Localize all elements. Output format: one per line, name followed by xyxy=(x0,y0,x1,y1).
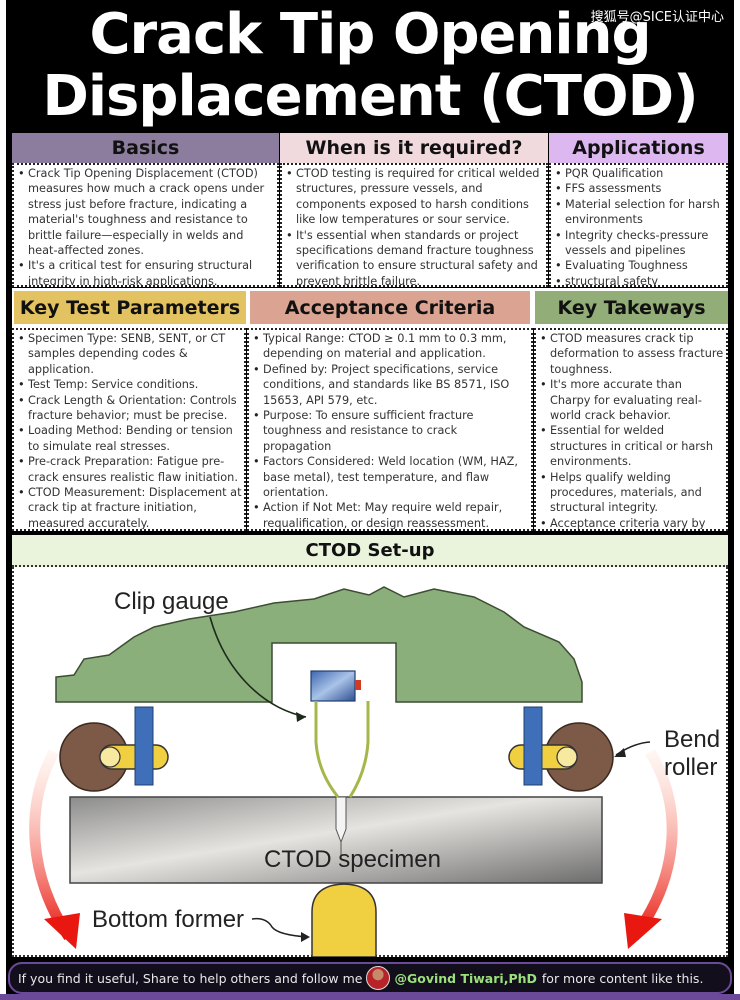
applications-heading-text: Applications xyxy=(572,137,705,159)
left-red-arrow xyxy=(29,749,74,941)
clip-gauge-arms xyxy=(314,701,370,798)
basics-heading-text: Basics xyxy=(111,137,180,159)
acceptance-heading-text: Acceptance Criteria xyxy=(284,296,496,319)
bend-roller-label-line2: roller xyxy=(664,754,718,781)
applications-heading: Applications xyxy=(549,133,728,163)
list-item: Typical Range: CTOD ≥ 0.1 mm to 0.3 mm, … xyxy=(253,331,529,362)
takeaways-box: CTOD measures crack tip deformation to a… xyxy=(534,328,728,531)
list-item: It's a critical test for ensuring struct… xyxy=(18,258,275,285)
when-required-heading-text: When is it required? xyxy=(305,137,523,159)
list-item: PQR Qualification xyxy=(555,166,724,182)
list-item: Material selection for harsh environment… xyxy=(555,197,724,228)
watermark: 搜狐号@SICE认证中心 xyxy=(590,10,724,25)
list-item: Helps qualify welding procedures, materi… xyxy=(540,470,724,516)
list-item: Evaluating Toughness xyxy=(555,258,724,274)
acceptance-list: Typical Range: CTOD ≥ 0.1 mm to 0.3 mm, … xyxy=(253,331,529,529)
applications-box: PQR QualificationFFS assessmentsMaterial… xyxy=(549,163,728,287)
crack-notch xyxy=(335,796,347,844)
takeaways-heading: Key Takeways xyxy=(535,291,728,324)
parameters-heading: Key Test Parameters xyxy=(14,291,246,324)
setup-heading: CTOD Set-up xyxy=(12,535,728,567)
top-fixture xyxy=(55,586,583,703)
list-item: Integrity checks-pressure vessels and pi… xyxy=(555,228,724,259)
list-item: Loading Method: Bending or tension to si… xyxy=(18,423,242,454)
acceptance-heading: Acceptance Criteria xyxy=(250,291,530,324)
setup-heading-text: CTOD Set-up xyxy=(305,539,435,561)
basics-list: Crack Tip Opening Displacement (CTOD) me… xyxy=(18,166,275,285)
parameters-box: Specimen Type: SENB, SENT, or CT samples… xyxy=(12,328,246,531)
title-line-1: Crack Tip Opening xyxy=(89,2,651,67)
clip-gauge-label: Clip gauge xyxy=(114,588,229,615)
when-required-list: CTOD testing is required for critical we… xyxy=(286,166,544,285)
list-item: Acceptance criteria vary by code, materi… xyxy=(540,516,724,529)
list-item: It's more accurate than Charpy for evalu… xyxy=(540,377,724,423)
list-item: CTOD Measurement: Displacement at crack … xyxy=(18,485,242,529)
right-red-arrowhead xyxy=(624,913,662,949)
bend-roller-label-line1: Bend xyxy=(664,726,721,753)
list-item: Action if Not Met: May require weld repa… xyxy=(253,500,529,529)
list-item: Pre-crack Preparation: Fatigue pre-crack… xyxy=(18,454,242,485)
list-item: CTOD measures crack tip deformation to a… xyxy=(540,331,724,377)
ctod-setup-diagram: Clip gauge Bend roller CTOD specimen Bot… xyxy=(12,567,728,957)
bottom-former-pointer xyxy=(251,917,309,938)
right-support-bar xyxy=(523,706,543,786)
acceptance-box: Typical Range: CTOD ≥ 0.1 mm to 0.3 mm, … xyxy=(247,328,533,531)
clip-gauge-pointer xyxy=(209,616,307,718)
footer-text-after: for more content like this. xyxy=(541,970,704,986)
list-item: CTOD testing is required for critical we… xyxy=(286,166,544,228)
diagram-svg xyxy=(29,586,678,957)
author-avatar xyxy=(366,966,391,990)
basics-box: Crack Tip Opening Displacement (CTOD) me… xyxy=(12,163,279,287)
parameters-heading-text: Key Test Parameters xyxy=(19,296,241,319)
takeaways-heading-text: Key Takeways xyxy=(557,296,706,319)
bottom-strip xyxy=(0,994,740,1000)
list-item: It's essential when standards or project… xyxy=(286,228,544,285)
footer-banner: If you find it useful, Share to help oth… xyxy=(8,962,732,994)
list-item: structural safety xyxy=(555,274,724,285)
list-item: FFS assessments xyxy=(555,181,724,197)
when-required-box: CTOD testing is required for critical we… xyxy=(280,163,548,287)
applications-list: PQR QualificationFFS assessmentsMaterial… xyxy=(555,166,724,285)
specimen-label: CTOD specimen xyxy=(264,846,441,873)
left-red-arrowhead xyxy=(44,913,80,949)
when-required-heading: When is it required? xyxy=(280,133,548,163)
list-item: Factors Considered: Weld location (WM, H… xyxy=(253,454,529,500)
right-red-arrow xyxy=(629,749,678,941)
basics-heading: Basics xyxy=(12,133,279,163)
bottom-former-label: Bottom former xyxy=(92,906,245,933)
bottom-former xyxy=(311,883,377,957)
left-support-bar xyxy=(134,706,154,786)
list-item: Specimen Type: SENB, SENT, or CT samples… xyxy=(18,331,242,377)
author-handle[interactable]: @Govind Tiwari,PhD xyxy=(394,970,537,986)
clip-gauge-body xyxy=(310,670,356,702)
list-item: Crack Length & Orientation: Controls fra… xyxy=(18,393,242,424)
page-title: Crack Tip Opening Displacement (CTOD) xyxy=(6,0,734,132)
takeaways-list: CTOD measures crack tip deformation to a… xyxy=(540,331,724,529)
footer-text-before: If you find it useful, Share to help oth… xyxy=(18,970,363,986)
list-item: Defined by: Project specifications, serv… xyxy=(253,362,529,408)
list-item: Test Temp: Service conditions. xyxy=(18,377,242,393)
list-item: Crack Tip Opening Displacement (CTOD) me… xyxy=(18,166,275,258)
parameters-list: Specimen Type: SENB, SENT, or CT samples… xyxy=(18,331,242,529)
list-item: Essential for welded structures in criti… xyxy=(540,423,724,469)
title-line-2: Displacement (CTOD) xyxy=(42,64,698,129)
list-item: Purpose: To ensure sufficient fracture t… xyxy=(253,408,529,454)
